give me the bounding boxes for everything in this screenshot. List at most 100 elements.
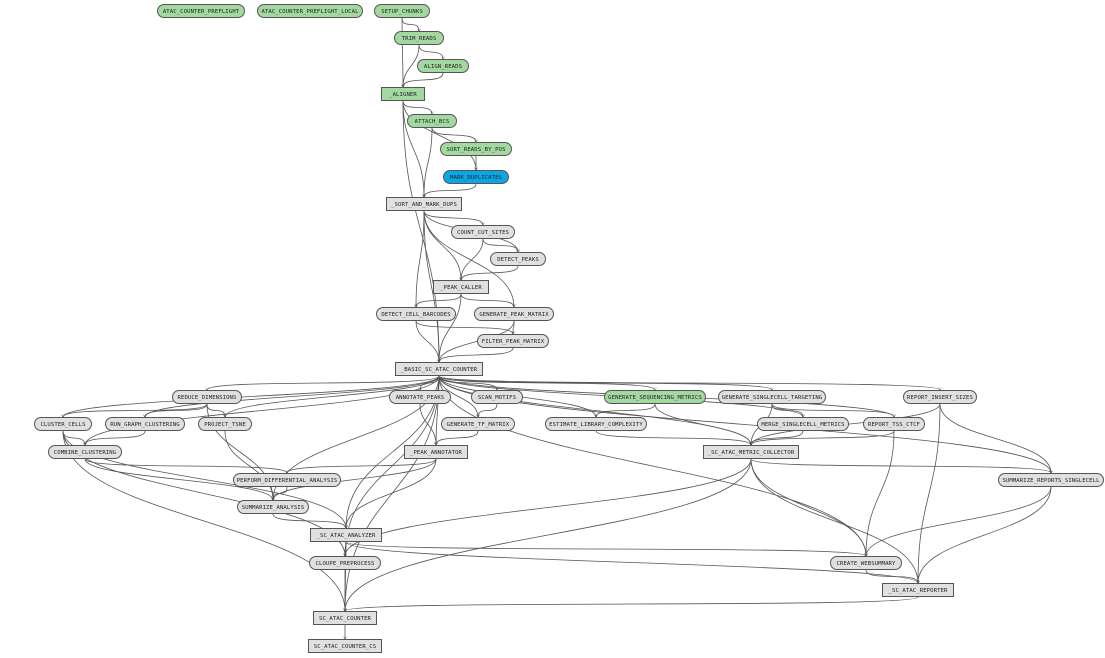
edge-aligner-to-attach_bcs <box>402 100 432 114</box>
edge-detect_cell_barcodes-to-filter_peak_matrix <box>415 320 513 334</box>
node-sc-atac-analyzer[interactable]: _SC_ATAC_ANALYZER <box>310 528 382 542</box>
edge-sc_atac_reporter-to-sc_atac_counter <box>345 596 919 611</box>
node-generate-sequencing-metrics[interactable]: GENERATE_SEQUENCING_METRICS <box>604 390 706 404</box>
edges <box>62 17 1052 639</box>
edge-generate_tf_matrix-to-peak_annotator <box>436 430 479 445</box>
edge-generate_peak_matrix-to-basic_sc_atac_counter <box>439 320 515 362</box>
node-detect-cell-barcodes[interactable]: DETECT_CELL_BARCODES <box>376 307 456 321</box>
edge-sc_atac_metric_collector-to-sc_atac_reporter <box>750 458 918 583</box>
node-mark-duplicates[interactable]: MARK_DUPLICATES <box>443 170 509 184</box>
edge-basic_sc_atac_counter-to-generate_singlecell_targeting <box>438 375 772 390</box>
edge-count_cut_sites-to-detect_peaks <box>482 238 518 252</box>
node-detect-peaks[interactable]: DETECT_PEAKS <box>490 252 546 266</box>
node-generate-tf-matrix[interactable]: GENERATE_TF_MATRIX <box>441 417 515 431</box>
edge-peak_annotator-to-sc_atac_analyzer <box>346 458 437 528</box>
edge-sc_atac_metric_collector-to-summarize_reports_singlecell <box>750 458 1051 473</box>
edge-sort_and_mark_dups-to-generate_peak_matrix <box>423 210 514 307</box>
edge-aligner-to-basic_sc_atac_counter <box>402 100 439 362</box>
edge-annotate_peaks-to-peak_annotator <box>419 403 436 445</box>
node-sc-atac-counter[interactable]: SC_ATAC_COUNTER <box>313 611 377 625</box>
edge-sc_atac_analyzer-to-create_websummary <box>345 541 866 556</box>
node-annotate-peaks[interactable]: ANNOTATE_PEAKS <box>389 390 451 404</box>
node-attach-bcs[interactable]: ATTACH_BCS <box>407 114 457 128</box>
edge-filter_peak_matrix-to-basic_sc_atac_counter <box>439 347 514 362</box>
edge-sc_atac_metric_collector-to-sc_atac_counter <box>345 458 752 611</box>
edge-basic_sc_atac_counter-to-annotate_peaks <box>420 375 440 390</box>
edge-aligner-to-sort_and_mark_dups <box>402 100 424 197</box>
edge-summarize_analysis-to-sc_atac_analyzer <box>272 513 346 528</box>
edge-reduce_dimensions-to-run_graph_clustering <box>145 403 208 417</box>
edge-attach_bcs-to-sort_and_mark_dups <box>424 127 433 197</box>
edge-attach_bcs-to-sort_reads_by_pos <box>431 127 476 142</box>
node-combine-clustering[interactable]: COMBINE_CLUSTERING <box>48 445 122 459</box>
edge-project_tsne-to-summarize_analysis <box>224 430 273 500</box>
node-sort-reads-by-pos[interactable]: SORT_READS_BY_POS <box>440 142 512 156</box>
edge-reduce_dimensions-to-project_tsne <box>206 403 225 417</box>
edge-reduce_dimensions-to-cluster_cells <box>63 403 208 417</box>
node-trim-reads[interactable]: TRIM_READS <box>394 31 444 45</box>
node-report-insert-sizes[interactable]: REPORT_INSERT_SIZES <box>903 390 977 404</box>
node-generate-peak-matrix[interactable]: GENERATE_PEAK_MATRIX <box>474 307 554 321</box>
edge-report_insert_sizes-to-sc_atac_reporter <box>918 403 941 583</box>
edge-sort_and_mark_dups-to-basic_sc_atac_counter <box>423 210 439 362</box>
node-merge-singlecell-metrics[interactable]: MERGE_SINGLECELL_METRICS <box>757 417 849 431</box>
node-project-tsne[interactable]: PROJECT_TSNE <box>198 417 252 431</box>
node-estimate-library-complexity[interactable]: ESTIMATE_LIBRARY_COMPLEXITY <box>545 417 647 431</box>
edge-generate_singlecell_targeting-to-merge_singlecell_metrics <box>771 403 803 417</box>
node-summarize-analysis[interactable]: SUMMARIZE_ANALYSIS <box>237 500 309 514</box>
node-peak-annotator[interactable]: _PEAK_ANNOTATOR <box>404 445 468 459</box>
node-reduce-dimensions[interactable]: REDUCE_DIMENSIONS <box>172 390 242 404</box>
node-sc-atac-metric-collector[interactable]: _SC_ATAC_METRIC_COLLECTOR <box>703 445 799 459</box>
edge-summarize_reports_singlecell-to-sc_atac_reporter <box>918 486 1052 583</box>
node-align-reads[interactable]: ALIGN_READS <box>417 59 469 73</box>
edge-setup_chunks-to-trim_reads <box>401 17 419 31</box>
edge-aligner-to-mark_duplicates <box>402 100 476 170</box>
edge-basic_sc_atac_counter-to-generate_tf_matrix <box>438 375 478 417</box>
edge-create_websummary-to-sc_atac_reporter <box>865 569 918 583</box>
edge-sc_atac_metric_collector-to-create_websummary <box>750 458 866 556</box>
node-scan-motifs[interactable]: SCAN_MOTIFS <box>471 390 523 404</box>
edge-combine_clustering-to-summarize_analysis <box>84 458 273 500</box>
edge-setup_chunks-to-aligner <box>402 17 403 87</box>
edge-peak_caller-to-basic_sc_atac_counter <box>439 293 462 362</box>
node-count-cut-sites[interactable]: COUNT_CUT_SITES <box>451 225 515 239</box>
edge-sort_and_mark_dups-to-count_cut_sites <box>423 210 483 225</box>
node-atac-counter-preflight[interactable]: ATAC_COUNTER_PREFLIGHT <box>157 4 245 18</box>
node-generate-singlecell-targeting[interactable]: GENERATE_SINGLECELL_TARGETING <box>718 390 826 404</box>
node-report-tss-ctcf[interactable]: REPORT_TSS_CTCF <box>863 417 925 431</box>
node-sc-atac-counter-cs[interactable]: SC_ATAC_COUNTER_CS <box>308 639 382 653</box>
edge-basic_sc_atac_counter-to-report_insert_sizes <box>438 375 940 390</box>
edge-sc_atac_analyzer-to-sc_atac_reporter <box>345 541 918 583</box>
edge-basic_sc_atac_counter-to-generate_sequencing_metrics <box>438 375 655 390</box>
node-atac-counter-preflight-local[interactable]: ATAC_COUNTER_PREFLIGHT_LOCAL <box>257 4 363 18</box>
node-peak-caller[interactable]: _PEAK_CALLER <box>433 280 489 294</box>
node-filter-peak-matrix[interactable]: FILTER_PEAK_MATRIX <box>477 334 549 348</box>
node-sort-and-mark-dups[interactable]: _SORT_AND_MARK_DUPS <box>386 197 462 211</box>
edge-estimate_library_complexity-to-sc_atac_metric_collector <box>595 430 751 445</box>
node-create-websummary[interactable]: CREATE_WEBSUMMARY <box>830 556 902 570</box>
node-setup-chunks[interactable]: SETUP_CHUNKS <box>374 4 430 18</box>
node-perform-differential-analysis[interactable]: PERFORM_DIFFERENTIAL_ANALYSIS <box>233 473 341 487</box>
node-summarize-reports-singlecell[interactable]: SUMMARIZE_REPORTS_SINGLECELL <box>998 473 1104 487</box>
edge-summarize_reports_singlecell-to-create_websummary <box>866 486 1052 556</box>
edge-basic_sc_atac_counter-to-create_websummary <box>438 375 866 556</box>
edge-align_reads-to-aligner <box>403 72 444 87</box>
edge-cluster_cells-to-sc_atac_counter <box>62 430 345 611</box>
node-run-graph-clustering[interactable]: RUN_GRAPH_CLUSTERING <box>105 417 185 431</box>
node-basic-sc-atac-counter[interactable]: _BASIC_SC_ATAC_COUNTER <box>395 362 483 376</box>
edge-run_graph_clustering-to-combine_clustering <box>85 430 146 445</box>
edge-cluster_cells-to-combine_clustering <box>62 430 85 445</box>
edge-trim_reads-to-aligner <box>403 44 420 87</box>
node-aligner[interactable]: _ALIGNER <box>381 87 425 101</box>
edge-generate_sequencing_metrics-to-estimate_library_complexity <box>596 403 656 417</box>
node-cluster-cells[interactable]: CLUSTER_CELLS <box>34 417 92 431</box>
edge-sort_and_mark_dups-to-peak_caller <box>423 210 461 280</box>
edge-sort_and_mark_dups-to-detect_cell_barcodes <box>416 210 425 307</box>
edge-trim_reads-to-align_reads <box>418 44 443 59</box>
node-cloupe-preprocess[interactable]: CLOUPE_PREPROCESS <box>309 556 381 570</box>
edge-peak_caller-to-generate_peak_matrix <box>460 293 514 307</box>
edge-report_tss_ctcf-to-sc_atac_metric_collector <box>751 430 895 445</box>
node-sc-atac-reporter[interactable]: _SC_ATAC_REPORTER <box>882 583 954 597</box>
edge-generate_singlecell_targeting-to-report_tss_ctcf <box>771 403 894 417</box>
